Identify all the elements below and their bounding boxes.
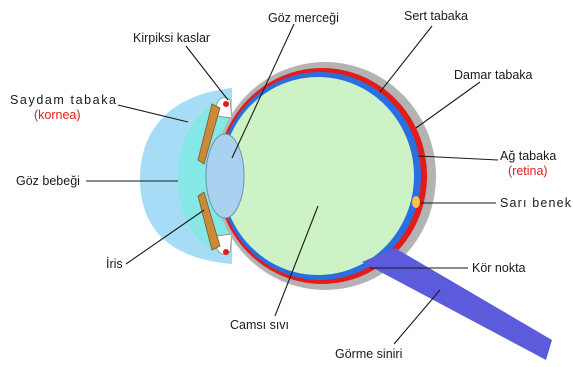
label-pupil: Göz bebeği [16,174,80,188]
label-choroid: Damar tabaka [454,68,533,82]
label-cornea-latin: (kornea) [34,108,81,122]
label-cornea: Saydam tabaka [10,93,116,107]
label-vitreous: Camsı sıvı [230,318,289,332]
label-retina: Ağ tabaka [500,149,556,163]
label-ciliary-muscle: Kirpiksi kaslar [133,31,210,45]
label-macula: Sarı benek [500,196,572,210]
label-retina-latin: (retina) [508,164,548,178]
ciliary-dot-upper [223,101,229,107]
label-lens: Göz merceği [268,11,339,25]
vitreous-body [222,77,414,275]
label-blind-spot: Kör nokta [472,261,526,275]
label-optic-nerve: Görme siniri [335,347,402,361]
lens [206,134,244,218]
macula [412,196,420,208]
label-sclera: Sert tabaka [404,9,468,23]
ciliary-dot-lower [223,249,229,255]
label-iris: İris [106,257,123,271]
